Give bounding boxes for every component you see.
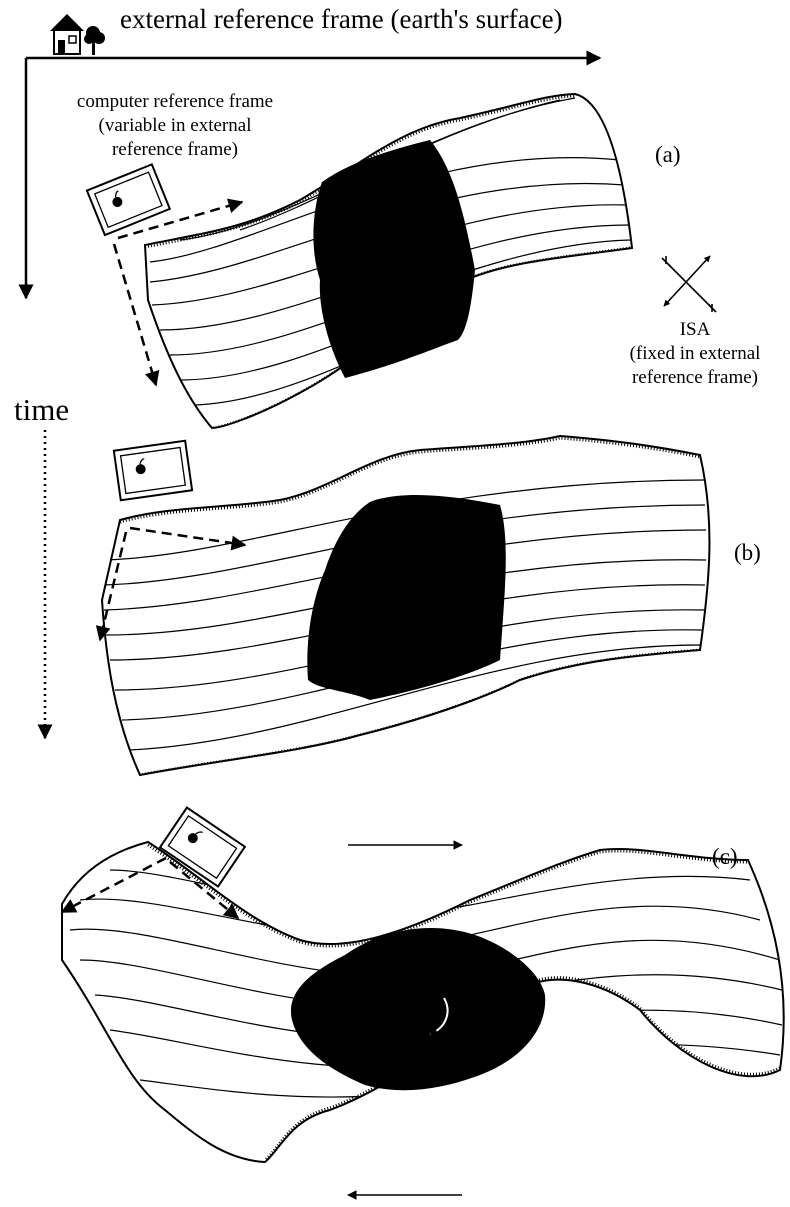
isa-line-3: reference frame) (600, 366, 790, 390)
computer-frame-line-3: reference frame) (40, 138, 310, 162)
computer-icon (114, 441, 192, 501)
shear-zone-c (62, 842, 784, 1162)
panel-label-b: (b) (734, 540, 761, 566)
isa-symbol-icon (662, 256, 716, 312)
shear-zone-b (102, 436, 709, 775)
house-icon (50, 14, 84, 54)
tree-icon (84, 26, 105, 55)
computer-icon (87, 164, 170, 235)
computer-frame-line-2: (variable in external (40, 114, 310, 138)
external-frame-title: external reference frame (earth's surfac… (120, 4, 563, 35)
computer-frame-label: computer reference frame (variable in ex… (40, 90, 310, 162)
isa-line-2: (fixed in external (600, 342, 790, 366)
panel-label-a: (a) (655, 142, 681, 168)
computer-frame-line-1: computer reference frame (40, 90, 310, 114)
isa-label: ISA (fixed in external reference frame) (600, 318, 790, 390)
isa-line-1: ISA (600, 318, 790, 342)
panel-label-c: (c) (712, 844, 738, 870)
time-label: time (14, 392, 69, 428)
